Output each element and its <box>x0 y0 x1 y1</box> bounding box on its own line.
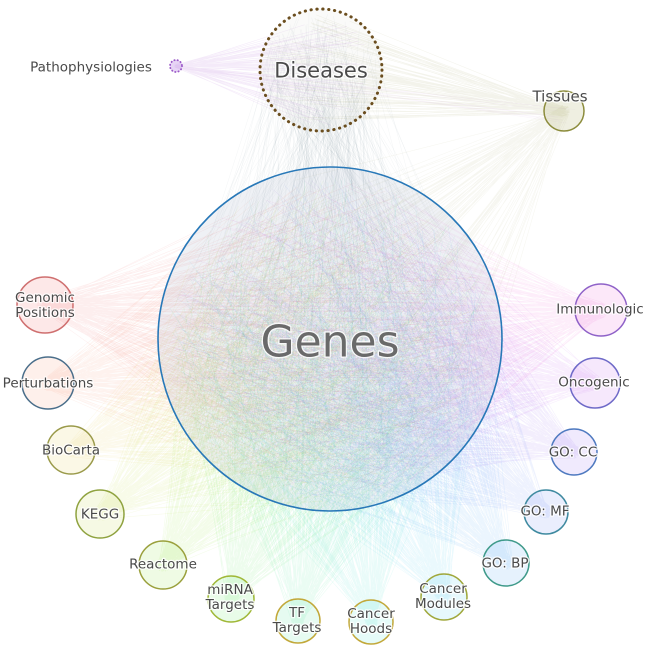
edges-perturbations-to-genes <box>40 186 488 501</box>
node-immunologic[interactable] <box>574 283 628 337</box>
node-cancer-modules[interactable] <box>420 573 468 621</box>
node-label-go-cc: GO: CC <box>549 445 598 461</box>
node-circle-biocarta[interactable] <box>46 425 96 475</box>
node-genes[interactable] <box>157 166 503 512</box>
node-circle-tf-targets[interactable] <box>275 598 321 644</box>
node-label-reactome: Reactome <box>129 557 197 573</box>
node-perturbations[interactable] <box>21 356 75 410</box>
node-tissues[interactable] <box>543 90 585 132</box>
node-genomic-positions[interactable] <box>16 276 74 334</box>
edges-reactome-to-genes <box>155 180 483 572</box>
node-circle-diseases[interactable] <box>258 7 384 133</box>
node-circle-genes[interactable] <box>157 166 503 512</box>
edges-diseases-to-genes <box>173 13 492 499</box>
node-label-tissues: Tissues <box>531 87 587 105</box>
node-oncogenic[interactable] <box>569 357 621 409</box>
node-circle-reactome[interactable] <box>138 540 188 590</box>
node-label-go-bp: GO: BP <box>481 556 528 572</box>
node-biocarta[interactable] <box>46 425 96 475</box>
edges-tissues-to-diseases <box>264 14 570 120</box>
edges-tissues-to-genes <box>171 105 570 486</box>
node-go-mf[interactable] <box>523 489 569 535</box>
node-label-genes: Genes <box>260 316 399 367</box>
node-label-diseases: Diseases <box>274 58 368 82</box>
node-diseases[interactable] <box>258 7 384 133</box>
node-circle-perturbations[interactable] <box>21 356 75 410</box>
node-label-perturbations: Perturbations <box>3 376 94 392</box>
edges-tf-targets-to-genes <box>174 180 481 628</box>
edges-genomic-positions-to-genes <box>36 182 489 487</box>
node-kegg[interactable] <box>75 489 125 539</box>
edges-pathophysiologies-to-tissues <box>174 64 576 124</box>
nodes <box>16 7 628 645</box>
edges-biocarta-to-genes <box>65 187 488 484</box>
node-circle-cancer-hoods[interactable] <box>348 599 394 645</box>
node-circle-cancer-modules[interactable] <box>420 573 468 621</box>
edges-immunologic-to-genes <box>173 182 609 498</box>
node-pathophysiologies[interactable] <box>169 59 183 73</box>
node-circle-genomic-positions[interactable] <box>16 276 74 334</box>
node-label-go-mf: GO: MF <box>520 504 569 520</box>
node-label-immunologic: Immunologic <box>556 302 643 318</box>
node-go-cc[interactable] <box>550 428 598 476</box>
node-circle-kegg[interactable] <box>75 489 125 539</box>
edges-cancer-modules-to-genes <box>174 180 480 605</box>
node-label-biocarta: BioCarta <box>42 443 100 459</box>
node-label-oncogenic: Oncogenic <box>558 375 629 391</box>
edges-pathophysiologies-to-diseases <box>174 24 365 126</box>
node-circle-immunologic[interactable] <box>574 283 628 337</box>
node-circle-go-cc[interactable] <box>550 428 598 476</box>
node-mirna-targets[interactable] <box>207 575 255 623</box>
node-circle-pathophysiologies[interactable] <box>169 59 183 73</box>
edges-oncogenic-to-genes <box>169 180 603 496</box>
node-reactome[interactable] <box>138 540 188 590</box>
node-circle-go-bp[interactable] <box>482 539 530 587</box>
node-tf-targets[interactable] <box>275 598 321 644</box>
node-label-kegg: KEGG <box>81 507 119 523</box>
node-go-bp[interactable] <box>482 539 530 587</box>
node-circle-go-mf[interactable] <box>523 489 569 535</box>
node-cancer-hoods[interactable] <box>348 599 394 645</box>
node-label-pathophysiologies: Pathophysiologies <box>30 60 152 76</box>
edges-kegg-to-genes <box>93 189 489 521</box>
node-circle-mirna-targets[interactable] <box>207 575 255 623</box>
edges-mirna-targets-to-genes <box>177 177 488 606</box>
edges-go-mf-to-genes <box>167 175 553 519</box>
node-circle-oncogenic[interactable] <box>569 357 621 409</box>
node-circle-tissues[interactable] <box>543 90 585 132</box>
